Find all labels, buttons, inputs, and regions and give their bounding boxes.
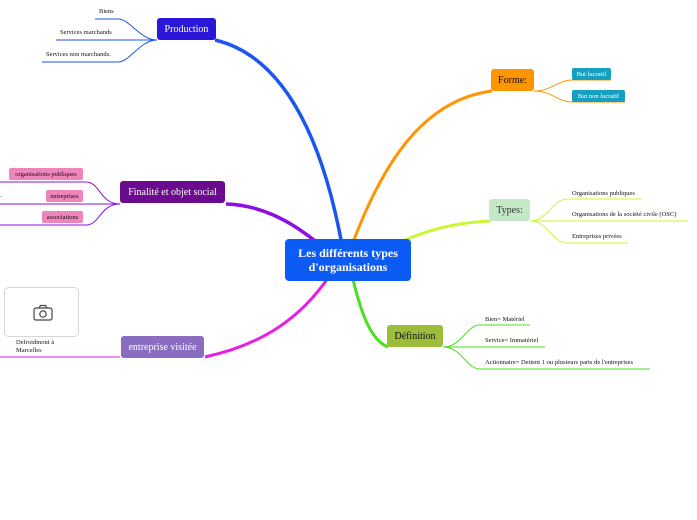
forme-node[interactable]: Forme: bbox=[491, 69, 534, 91]
branch-types bbox=[404, 219, 491, 242]
finalite-item-organisations-publiques[interactable]: organisations publiques bbox=[9, 168, 83, 180]
branch-finalite bbox=[225, 202, 322, 247]
types-item-entreprises-privees[interactable]: Entreprises privées bbox=[572, 233, 622, 240]
finalite-sublines bbox=[0, 181, 121, 226]
definition-sublines bbox=[442, 324, 650, 370]
definition-item-service[interactable]: Service= Immatériel bbox=[485, 337, 539, 344]
types-sublines bbox=[529, 198, 688, 244]
production-sublines bbox=[42, 18, 158, 63]
visite-photo[interactable] bbox=[4, 287, 79, 337]
branch-definition bbox=[350, 274, 389, 349]
definition-item-bien[interactable]: Bien= Matériel bbox=[485, 316, 525, 323]
branch-production bbox=[214, 38, 344, 246]
production-item-services-non-marchands[interactable]: Services non marchands. bbox=[46, 51, 111, 58]
finalite-item-associations[interactable]: associations bbox=[42, 211, 83, 223]
production-node[interactable]: Production bbox=[157, 18, 216, 40]
camera-icon bbox=[33, 304, 53, 321]
types-node[interactable]: Types: bbox=[489, 199, 530, 221]
definition-node[interactable]: Définition bbox=[387, 325, 443, 347]
finalite-cut-text: . bbox=[0, 192, 2, 199]
finalite-item-entreprises[interactable]: entreprises bbox=[46, 190, 83, 202]
production-item-biens[interactable]: Biens bbox=[99, 8, 114, 15]
branch-forme bbox=[350, 89, 493, 246]
forme-sublines bbox=[533, 79, 625, 103]
types-item-osc[interactable]: Organisations de la société civile (OSC) bbox=[572, 211, 677, 218]
visite-node[interactable]: entreprise visitée bbox=[121, 336, 204, 358]
central-topic[interactable]: Les différents types d'organisations bbox=[285, 239, 411, 281]
forme-item-but-lucratif[interactable]: But lucratif bbox=[572, 68, 611, 80]
forme-item-but-non-lucratif[interactable]: But non lucratif bbox=[572, 90, 625, 102]
visite-caption-line1: Defroidmont à bbox=[16, 339, 55, 346]
definition-item-actionnaire[interactable]: Actionnaire= Detient 1 ou plusieurs part… bbox=[485, 359, 633, 366]
branch-visite bbox=[204, 274, 332, 359]
production-item-services-marchands[interactable]: Services marchands bbox=[60, 29, 112, 36]
finalite-node[interactable]: Finalité et objet social bbox=[120, 181, 225, 203]
visite-caption-line2: Marcelles bbox=[16, 347, 42, 354]
types-item-organisations-publiques[interactable]: Organisations publiques bbox=[572, 190, 635, 197]
